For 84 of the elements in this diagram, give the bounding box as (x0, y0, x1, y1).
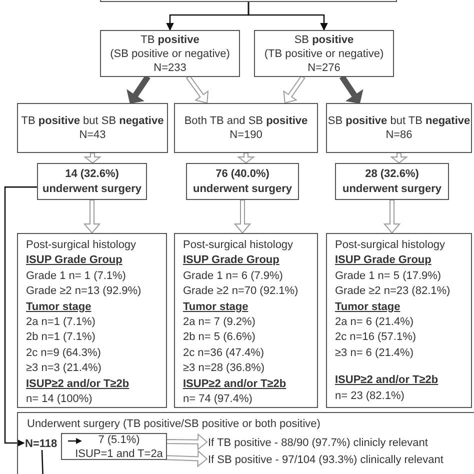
box-text: underwent surgery (342, 182, 442, 196)
box-text: 7 (5.1%) (98, 432, 140, 446)
process-box (326, 103, 472, 153)
hollow-arrow (83, 152, 102, 164)
section-heading: ISUP Grade Group (26, 253, 124, 268)
count-text: N=43 (79, 128, 106, 142)
process-box (254, 30, 394, 77)
histology-line: 2c n=16 (57.1%) (335, 330, 418, 346)
histology-box (174, 233, 318, 408)
histology-line: 2a n= 7 (9.2%) (183, 315, 256, 330)
hollow-arrow (186, 75, 209, 104)
count-text: N=86 (386, 128, 412, 142)
arrow (339, 74, 364, 104)
hollow-arrow (83, 200, 101, 234)
process-box (17, 412, 474, 474)
count-text: N=233 (154, 60, 186, 74)
process-box (17, 103, 168, 153)
box-text: underwent surgery (192, 182, 292, 196)
histology-line: n= 14 (100%) (26, 392, 94, 408)
box-text: Both TB and SB positive (184, 114, 308, 128)
histology-line: 2c n=9 (64.3%) (26, 346, 102, 361)
histology-line: 2c n=36 (47.4%) (183, 346, 266, 361)
section-heading: Tumor stage (26, 300, 92, 315)
process-box (100, 30, 240, 77)
box-text: 14 (32.6%) (65, 166, 119, 182)
box-text: SB positive (294, 32, 354, 46)
section-heading: ISUP≥2 and/or T≥2b (183, 376, 288, 392)
histology-line: Grade 1 n= 1 (7.1%) (26, 268, 127, 284)
histology-line: 2a n= 6 (21.4%) (335, 315, 415, 330)
box-text: TB positive (140, 32, 200, 46)
box-text: ISUP=1 and T=2a (75, 446, 163, 460)
section-heading: Tumor stage (335, 300, 402, 315)
histology-box (326, 233, 472, 408)
histology-line: Post-surgical histology (26, 238, 138, 253)
hollow-arrow (236, 152, 256, 164)
histology-line: n= 74 (97.4%) (183, 392, 254, 408)
box-text: 76 (40.0%) (216, 166, 270, 182)
panel-heading: Underwent surgery (TB positive/SB positive or both positive) (27, 417, 320, 431)
hollow-arrow (165, 450, 208, 468)
arrow (4, 186, 37, 447)
hollow-arrow (165, 433, 208, 451)
histology-line: Grade ≥2 n=13 (92.9%) (26, 284, 142, 300)
hollow-arrow (283, 75, 306, 104)
histology-line: Grade ≥2 n=23 (82.1%) (335, 284, 452, 300)
histology-line: Grade 1 n= 6 (7.9%) (183, 268, 284, 284)
box-text: 28 (32.6%) (365, 166, 419, 182)
hollow-arrow (234, 200, 252, 234)
box-text: TB positive but SB negative (21, 114, 164, 128)
histology-line: ≥3 n=3 (21.4%) (26, 361, 102, 376)
histology-line: Post-surgical histology (335, 238, 446, 253)
note-text: If SB positive - 97/104 (93.3%) clinically relevant (208, 453, 444, 467)
surgery-box (186, 163, 299, 200)
box-text: underwent surgery (42, 182, 142, 196)
surgery-box (37, 163, 147, 200)
histology-line: ≥3 n=28 (36.8%) (183, 361, 266, 376)
box-text: SB positive but TB negative (328, 114, 470, 128)
count-text: N=276 (308, 60, 340, 74)
surgery-box (335, 163, 449, 200)
section-heading: ISUP≥2 and/or T≥2b (26, 376, 130, 392)
note-text: If TB positive - 88/90 (97.7%) clinicly relevant (208, 436, 428, 450)
histology-line: n= 23 (82.1%) (335, 388, 406, 404)
process-box (174, 103, 318, 153)
arrow (126, 74, 150, 104)
hollow-arrow (390, 152, 408, 164)
histology-line: 2b n=1 (7.1%) (26, 330, 96, 346)
histology-line: Post-surgical histology (183, 238, 294, 253)
count-text: N=190 (230, 128, 262, 142)
histology-line: 2a n=1 (7.1%) (26, 315, 96, 330)
section-heading: ISUP Grade Group (335, 253, 432, 268)
arrow (248, 2, 328, 31)
histology-line: Grade 1 n= 5 (17.9%) (335, 268, 442, 284)
hollow-arrow (383, 200, 401, 234)
box-text: (SB positive or negative) (110, 46, 230, 60)
histology-line: 2b n= 5 (6.6%) (183, 330, 256, 346)
connector-line (41, 450, 44, 474)
histology-box (17, 233, 167, 408)
section-heading: ISUP≥2 and/or T≥2b (335, 373, 440, 388)
box-text: (TB positive or negative) (264, 46, 384, 60)
section-heading: ISUP Grade Group (183, 253, 280, 268)
section-heading: Tumor stage (183, 300, 250, 315)
result-box (61, 433, 167, 460)
histology-line: ≥3 n= 6 (21.4%) (335, 346, 414, 361)
histology-line: Grade ≥2 n=70 (92.1%) (183, 284, 300, 300)
note-text: N=118 (25, 437, 58, 451)
